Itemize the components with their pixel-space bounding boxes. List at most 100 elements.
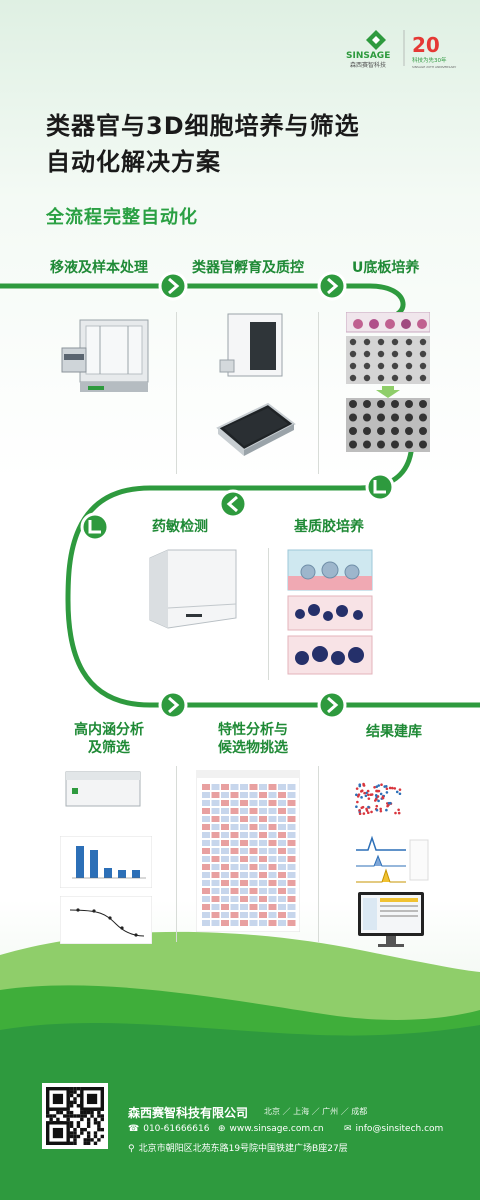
- grid-cell: [211, 888, 220, 894]
- analysis-software-screenshot: [196, 770, 300, 932]
- grid-cell: [221, 808, 229, 814]
- anniversary-small: SINSAGE 20TH ANNIVERSARY: [412, 65, 456, 69]
- divider: [318, 312, 319, 474]
- grid-cell: [268, 840, 277, 846]
- well-spot: [349, 362, 357, 370]
- scatter-point: [358, 784, 362, 788]
- grid-cell: [211, 800, 220, 806]
- grid-cell: [259, 792, 267, 798]
- grid-cell: [249, 824, 258, 830]
- grid-cell: [259, 816, 267, 822]
- grid-cell: [202, 912, 210, 918]
- grid-cell: [268, 800, 277, 806]
- grid-cell: [240, 832, 248, 838]
- matrigel-culture-image: [287, 549, 373, 675]
- grid-cell: [249, 872, 258, 878]
- grid-cell: [202, 880, 210, 886]
- grid-cell: [249, 888, 258, 894]
- step-label-incubation: 类器官孵育及质控: [192, 260, 304, 276]
- grid-cell: [249, 880, 258, 886]
- grid-cell: [287, 856, 296, 862]
- distribution-plot-thumbnail: [356, 835, 429, 883]
- globe-icon: ⊕: [218, 1124, 226, 1134]
- email-link[interactable]: ✉info@sinsitech.com: [344, 1124, 443, 1134]
- grid-cell: [202, 808, 210, 814]
- grid-cell: [268, 896, 277, 902]
- grid-cell: [268, 888, 277, 894]
- grid-cell: [287, 896, 296, 902]
- scatter-point: [366, 811, 370, 814]
- scatter-point: [365, 791, 368, 795]
- website-link[interactable]: ⊕www.sinsage.com.cn: [218, 1124, 324, 1134]
- scatter-point: [362, 812, 366, 815]
- grid-cell: [249, 912, 258, 918]
- grid-cell: [287, 800, 296, 806]
- scatter-point: [367, 793, 370, 797]
- scatter-point: [375, 808, 379, 812]
- grid-cell: [249, 832, 258, 838]
- grid-cell: [230, 800, 239, 806]
- well-spot: [405, 338, 413, 346]
- office-cities: 北京 ／ 上海 ／ 广州 ／ 成都: [264, 1107, 368, 1116]
- well-spot: [391, 413, 399, 422]
- scatter-point: [379, 809, 383, 813]
- grid-cell: [221, 792, 229, 798]
- well-spot: [391, 338, 399, 346]
- grid-cell: [249, 816, 258, 822]
- grid-cell: [259, 840, 267, 846]
- grid-cell: [278, 832, 286, 838]
- page-title: 类器官与3D细胞培养与筛选: [46, 112, 360, 140]
- well-spot: [349, 427, 357, 435]
- step-label-characterization-2: 候选物挑选: [218, 740, 288, 756]
- scatter-point: [376, 789, 379, 793]
- grid-cell: [230, 880, 239, 886]
- grid-cell: [287, 840, 296, 846]
- phone-number: 010-61666616: [143, 1124, 210, 1134]
- grid-cell: [240, 880, 248, 886]
- grid-cell: [278, 912, 286, 918]
- corner-arrow-icon: [365, 472, 395, 502]
- grid-cell: [211, 824, 220, 830]
- grid-cell: [221, 896, 229, 902]
- grid-cell: [278, 880, 286, 886]
- grid-cell: [230, 816, 239, 822]
- grid-cell: [230, 872, 239, 878]
- grid-cell: [287, 912, 296, 918]
- scatter-point: [365, 807, 368, 811]
- grid-cell: [221, 920, 229, 926]
- scatter-point: [375, 804, 379, 808]
- scatter-point: [357, 793, 361, 796]
- grid-cell: [278, 808, 286, 814]
- scatter-point: [360, 789, 364, 793]
- grid-cell: [221, 832, 229, 838]
- anniversary-text: 科技为先30年: [412, 56, 447, 64]
- grid-cell: [278, 920, 286, 926]
- grid-cell: [259, 872, 267, 878]
- chevron-circle-icon: [158, 271, 188, 301]
- grid-cell: [211, 816, 220, 822]
- grid-cell: [202, 864, 210, 870]
- step-label-database: 结果建库: [366, 724, 422, 740]
- well-spot: [391, 400, 399, 408]
- well-spot: [349, 338, 357, 346]
- well-spot: [377, 400, 385, 408]
- grid-cell: [221, 784, 229, 790]
- scatter-point: [379, 807, 383, 811]
- scatter-point: [360, 806, 364, 810]
- well-spot: [363, 350, 371, 358]
- grid-cell: [202, 872, 210, 878]
- grid-cell: [259, 888, 267, 894]
- well-spot: [363, 440, 371, 449]
- grid-cell: [221, 840, 229, 846]
- divider: [176, 766, 177, 942]
- phone-contact[interactable]: ☎010-61666616: [128, 1124, 209, 1134]
- well-spot: [377, 362, 385, 370]
- grid-cell: [268, 912, 277, 918]
- incubator-image: [219, 313, 283, 377]
- grid-cell: [249, 800, 258, 806]
- dose-response-thumbnail: [60, 896, 152, 944]
- chevron-left-circle-icon: [218, 489, 248, 519]
- corner-arrow-icon: [80, 512, 110, 542]
- qr-code-icon[interactable]: [42, 1083, 108, 1149]
- grid-cell: [211, 864, 220, 870]
